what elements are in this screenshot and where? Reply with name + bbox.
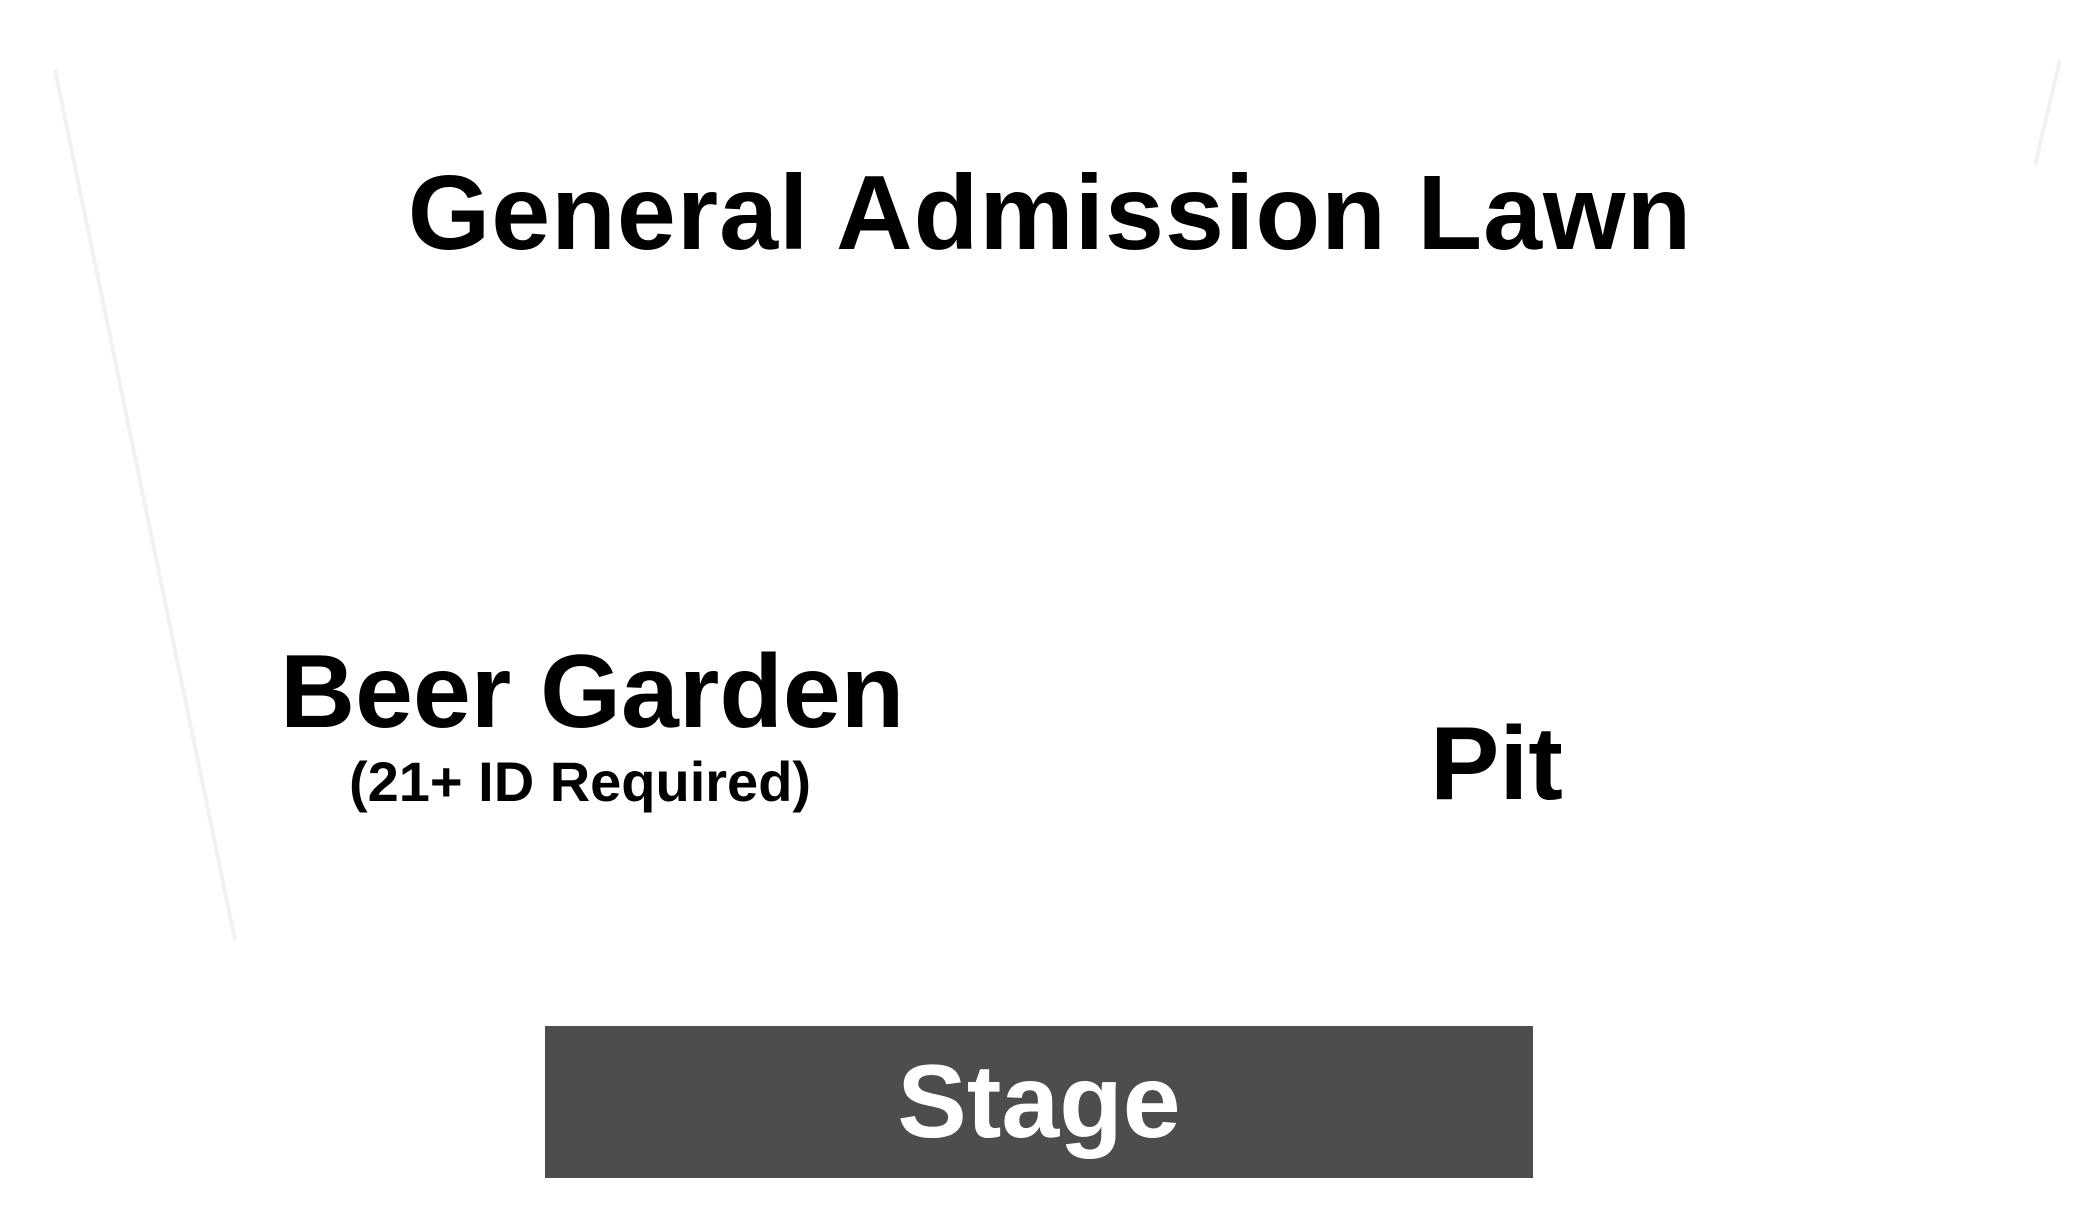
stage-label: Stage: [897, 1044, 1181, 1160]
beer-garden-label: Beer Garden: [280, 634, 905, 750]
right-boundary-line: [2033, 59, 2062, 166]
pit-label[interactable]: Pit: [1430, 706, 1563, 822]
beer-garden-age-note: (21+ ID Required): [348, 750, 812, 813]
general-admission-lawn-label[interactable]: General Admission Lawn: [407, 154, 1693, 272]
beer-garden-section[interactable]: Beer Garden (21+ ID Required): [280, 634, 905, 813]
stage-block: Stage: [545, 1026, 1533, 1178]
